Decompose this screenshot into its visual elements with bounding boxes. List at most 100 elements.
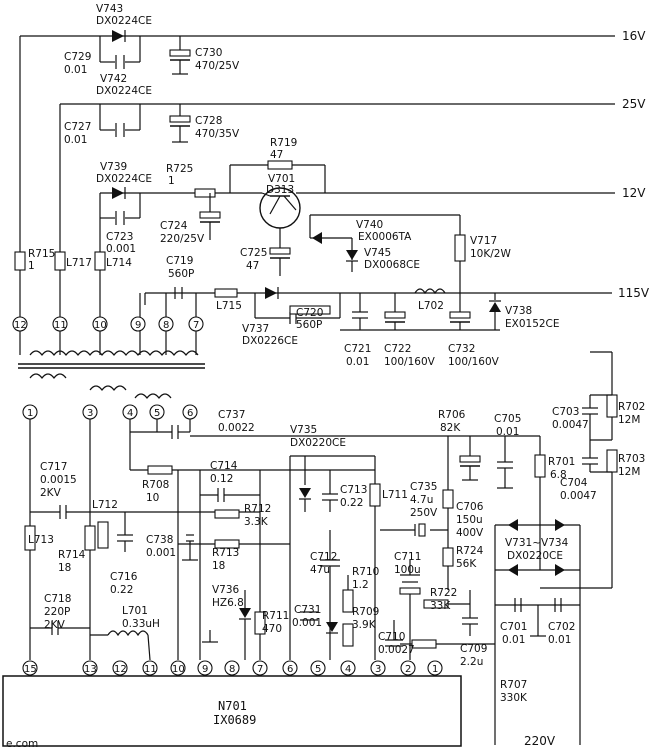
r725-label: R725 — [166, 163, 193, 175]
c718-label: C718 — [44, 593, 71, 605]
r712-label: R712 — [244, 503, 271, 515]
c731-value: 0.001 — [292, 617, 322, 629]
ic-ref: N701 — [218, 699, 247, 713]
c702-label: C702 — [548, 621, 575, 633]
c712-label: C712 — [310, 551, 337, 563]
c728-label: C728 — [195, 115, 222, 127]
r711-label: R711 — [262, 610, 289, 622]
r715-value: 1 — [28, 260, 35, 272]
r715-label: R715 — [28, 248, 55, 260]
c706-value2: 400V — [456, 527, 484, 539]
v743-label: V743 — [96, 3, 123, 15]
c719-label: C719 — [166, 255, 193, 267]
r714-value: 18 — [58, 562, 71, 574]
ic-pin-13: 13 — [84, 664, 97, 675]
c716-value: 0.22 — [110, 584, 133, 596]
rail-25v: 25V — [59, 97, 646, 355]
v742-part: DX0224CE — [96, 85, 152, 97]
c735-value1: 4.7u — [410, 494, 433, 506]
r706-label: R706 — [438, 409, 466, 421]
c702-value: 0.01 — [548, 634, 571, 646]
v740-label: V740 — [356, 219, 383, 231]
c714-value: 0.12 — [210, 473, 233, 485]
r701-value: 6.8 — [550, 469, 567, 481]
c712-value: 47u — [310, 564, 330, 576]
c719-value: 560P — [168, 268, 194, 280]
ppin-1: 1 — [27, 408, 33, 419]
r711-value: 470 — [262, 623, 282, 635]
c721-value: 0.01 — [346, 356, 369, 368]
rail-25v-label: 25V — [622, 97, 646, 111]
r702-value: 12M — [618, 414, 640, 426]
c738-label: C738 — [146, 534, 173, 546]
r710-value: 1.2 — [352, 579, 369, 591]
ppin-3: 3 — [87, 408, 93, 419]
rail-12v-label: 12V — [622, 186, 646, 200]
tpin-10: 10 — [94, 320, 107, 331]
r707-value: 330K — [500, 692, 528, 704]
ic-pin-5: 5 — [315, 664, 321, 675]
r712-value: 3.3K — [244, 516, 269, 528]
ic-pin-11: 11 — [144, 664, 157, 675]
v739-label: V739 — [100, 161, 127, 173]
stage-16v: V743 DX0224CE C729 0.01 C730 470/25V — [64, 3, 240, 76]
c728-value: 470/35V — [195, 128, 240, 140]
control-network: C717 0.0015 2KV R708 10 C714 0.12 C713 0… — [24, 424, 528, 704]
watermark: e.com — [6, 738, 38, 750]
v736-label: V736 — [212, 584, 240, 596]
c738-value: 0.001 — [146, 547, 176, 559]
ic-pin-10: 10 — [172, 664, 185, 675]
c732-label: C732 — [448, 343, 475, 355]
v745-part: DX0068CE — [364, 259, 420, 271]
r703-label: R703 — [618, 453, 645, 465]
v742-label: V742 — [100, 73, 127, 85]
l717-label: L717 — [66, 257, 92, 269]
rail-115v-label: 115V — [618, 286, 650, 300]
c727-label: C727 — [64, 121, 91, 133]
c703-label: C703 — [552, 406, 579, 418]
ic-pin-3: 3 — [375, 664, 381, 675]
c714-label: C714 — [210, 460, 238, 472]
ic-pin-1: 1 — [432, 664, 438, 675]
v745-label: V745 — [364, 247, 391, 259]
tpin-11: 11 — [54, 320, 67, 331]
v731-label: V731~V734 — [505, 537, 569, 549]
c727-value: 0.01 — [64, 134, 87, 146]
ic-pin-6: 6 — [287, 664, 293, 675]
c722-label: C722 — [384, 343, 411, 355]
v701-label: V701 — [268, 173, 295, 185]
ppin-5: 5 — [154, 408, 160, 419]
c735-value2: 250V — [410, 507, 438, 519]
r702-label: R702 — [618, 401, 645, 413]
startup-chain: C703 0.0047 R702 12M R703 12M C704 0.004… — [540, 351, 645, 589]
c723-label: C723 — [106, 231, 133, 243]
l702-label: L702 — [418, 300, 444, 312]
c718-value2: 2KV — [44, 619, 66, 631]
c717-value2: 2KV — [40, 487, 62, 499]
l715-label: L715 — [216, 300, 242, 312]
v739-part: DX0224CE — [96, 173, 152, 185]
tpin-7: 7 — [193, 320, 199, 331]
v735-label: V735 — [290, 424, 317, 436]
r722-label: R722 — [430, 587, 457, 599]
rail-12v: 12V — [325, 186, 646, 200]
ic-pin-8: 8 — [229, 664, 235, 675]
v717-value: 10K/2W — [470, 248, 511, 260]
c710-value: 0.0027 — [378, 644, 415, 656]
l701-value: 0.33uH — [122, 618, 160, 630]
c704-label: C704 — [560, 477, 588, 489]
l714-label: L714 — [106, 257, 132, 269]
r707-label: R707 — [500, 679, 527, 691]
c731-label: C731 — [294, 604, 321, 616]
c724-label: C724 — [160, 220, 188, 232]
tpin-8: 8 — [163, 320, 169, 331]
ic-part: IX0689 — [213, 713, 256, 727]
c720-value: 560P — [296, 319, 322, 331]
primary-network: C737 0.0022 R706 82K C705 0.01 R701 6.8 … — [130, 409, 575, 590]
v737-label: V737 — [242, 323, 269, 335]
c704-value: 0.0047 — [560, 490, 597, 502]
r713-value: 18 — [212, 560, 225, 572]
ppin-6: 6 — [187, 408, 193, 419]
r709-label: R709 — [352, 606, 379, 618]
r703-value: 12M — [618, 466, 640, 478]
